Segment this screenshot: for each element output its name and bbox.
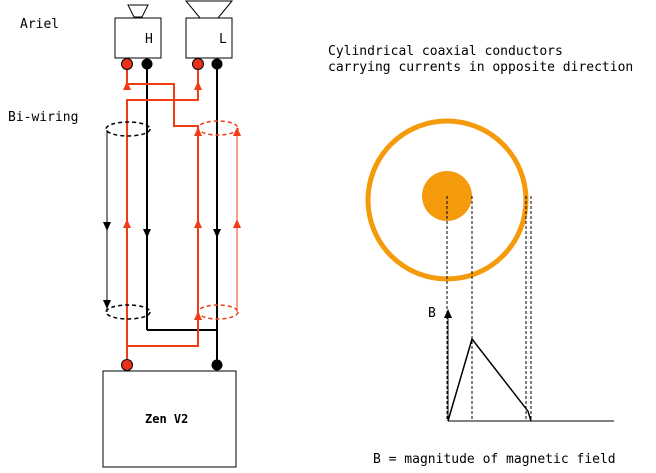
woofer-box [185, 17, 233, 59]
high-negative-terminal [141, 58, 153, 70]
arrow-down-icon [143, 229, 151, 238]
low-terminal-label: L [219, 32, 227, 47]
amplifier-box [102, 370, 237, 468]
arrow-up-icon [233, 127, 241, 136]
arrow-down-icon [103, 300, 111, 309]
tweeter-speaker [114, 4, 162, 59]
projection-lines [446, 196, 532, 421]
arrow-down-icon [103, 222, 111, 231]
high-terminal-label: H [145, 32, 153, 47]
y-axis-arrow-icon [444, 309, 452, 318]
arrow-up-icon [123, 81, 131, 90]
coax-title-line2: carrying currents in opposite direction [328, 60, 634, 75]
amp-negative-terminal [211, 359, 223, 371]
amplifier-label: Zen V2 [145, 412, 189, 426]
positive-wire-high [126, 64, 199, 314]
field-magnitude-curve [447, 337, 532, 422]
amp-positive-terminal [121, 359, 133, 371]
high-positive-terminal [121, 58, 133, 70]
tweeter-box [114, 17, 162, 59]
coax-title-line1: Cylindrical coaxial conductors [328, 44, 563, 59]
current-arrows [103, 81, 241, 320]
arrow-up-icon [194, 127, 202, 136]
arrow-up-icon [123, 219, 131, 228]
woofer-cone-icon [184, 0, 234, 19]
wiring-mode-label: Bi-wiring [8, 110, 79, 125]
arrow-down-icon [213, 229, 221, 238]
speaker-name-label: Ariel [20, 17, 60, 32]
positive-wire-join [127, 314, 199, 347]
field-plot [444, 309, 614, 422]
arrow-up-icon [194, 311, 202, 320]
low-positive-terminal [192, 58, 204, 70]
low-negative-terminal [211, 58, 223, 70]
woofer-speaker [184, 0, 234, 59]
arrow-up-icon [233, 219, 241, 228]
tweeter-cone-icon [127, 4, 149, 18]
arrow-up-icon [194, 219, 202, 228]
top-black-field-ellipse [105, 121, 151, 137]
arrow-up-icon [194, 81, 202, 90]
field-caption: B = magnitude of magnetic field [373, 452, 616, 467]
bottom-black-field-ellipse [105, 304, 151, 320]
negative-wires [146, 64, 218, 366]
field-axis-label: B [428, 306, 436, 321]
